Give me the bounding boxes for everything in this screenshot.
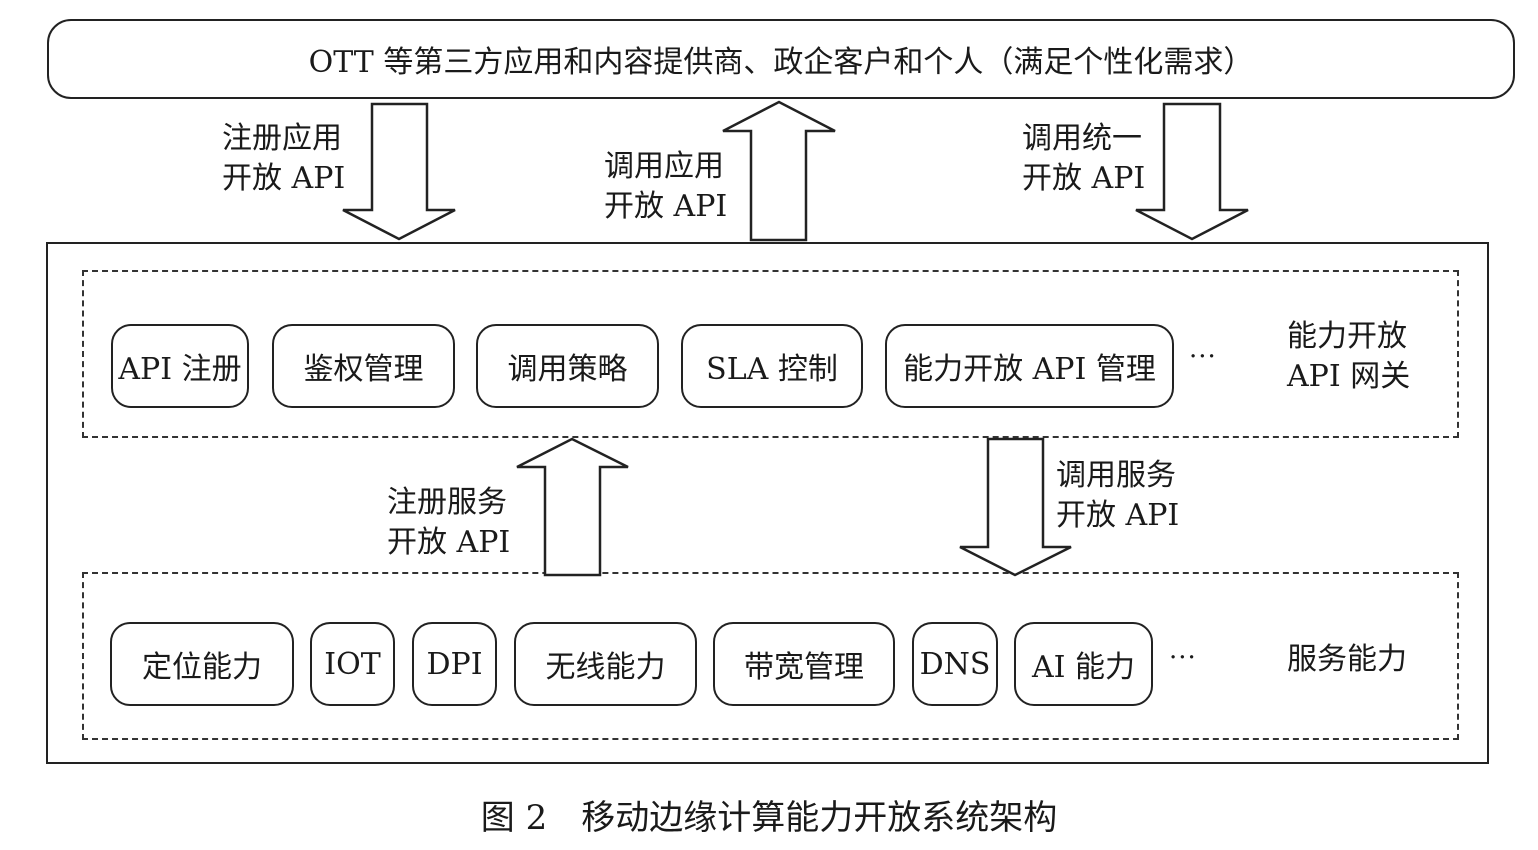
platform-outer-box: [46, 242, 1489, 764]
gateway-item-api-management: 能力开放 API 管理: [885, 324, 1174, 408]
label-register-app: 注册应用 开放 API: [222, 121, 346, 196]
services-dashed-box: [82, 572, 1459, 740]
service-item-bandwidth: 带宽管理: [713, 622, 895, 706]
gateway-item-api-register: API 注册: [111, 324, 249, 408]
up-arrow-invoke-app: [722, 100, 836, 242]
top-stakeholders-box: OTT 等第三方应用和内容提供商、政企客户和个人（满足个性化需求）: [47, 19, 1515, 99]
up-arrow-register-service: [516, 437, 629, 577]
down-arrow-register-app: [342, 102, 456, 241]
service-item-dns: DNS: [912, 622, 998, 706]
service-item-ai: AI 能力: [1014, 622, 1153, 706]
gateway-title: 能力开放 API 网关: [1287, 319, 1411, 394]
services-title: 服务能力: [1287, 642, 1407, 677]
gateway-item-auth: 鉴权管理: [272, 324, 455, 408]
label-invoke-service: 调用服务 开放 API: [1056, 458, 1180, 533]
gateway-dashed-box: [82, 270, 1459, 438]
service-item-wireless: 无线能力: [514, 622, 697, 706]
label-invoke-app: 调用应用 开放 API: [604, 149, 728, 224]
gateway-item-invoke-policy: 调用策略: [476, 324, 659, 408]
top-stakeholders-text: OTT 等第三方应用和内容提供商、政企客户和个人（满足个性化需求）: [308, 45, 1254, 80]
service-item-dpi: DPI: [412, 622, 497, 706]
label-invoke-unified: 调用统一 开放 API: [1022, 121, 1146, 196]
services-more-ellipsis: ···: [1169, 643, 1197, 673]
service-item-iot: IOT: [310, 622, 395, 706]
gateway-item-sla: SLA 控制: [681, 324, 863, 408]
down-arrow-invoke-service: [959, 437, 1072, 577]
down-arrow-invoke-unified: [1135, 102, 1249, 241]
service-item-positioning: 定位能力: [110, 622, 294, 706]
figure-caption: 图 2 移动边缘计算能力开放系统架构: [480, 798, 1058, 838]
gateway-more-ellipsis: ···: [1189, 342, 1217, 372]
label-register-service: 注册服务 开放 API: [387, 485, 511, 560]
